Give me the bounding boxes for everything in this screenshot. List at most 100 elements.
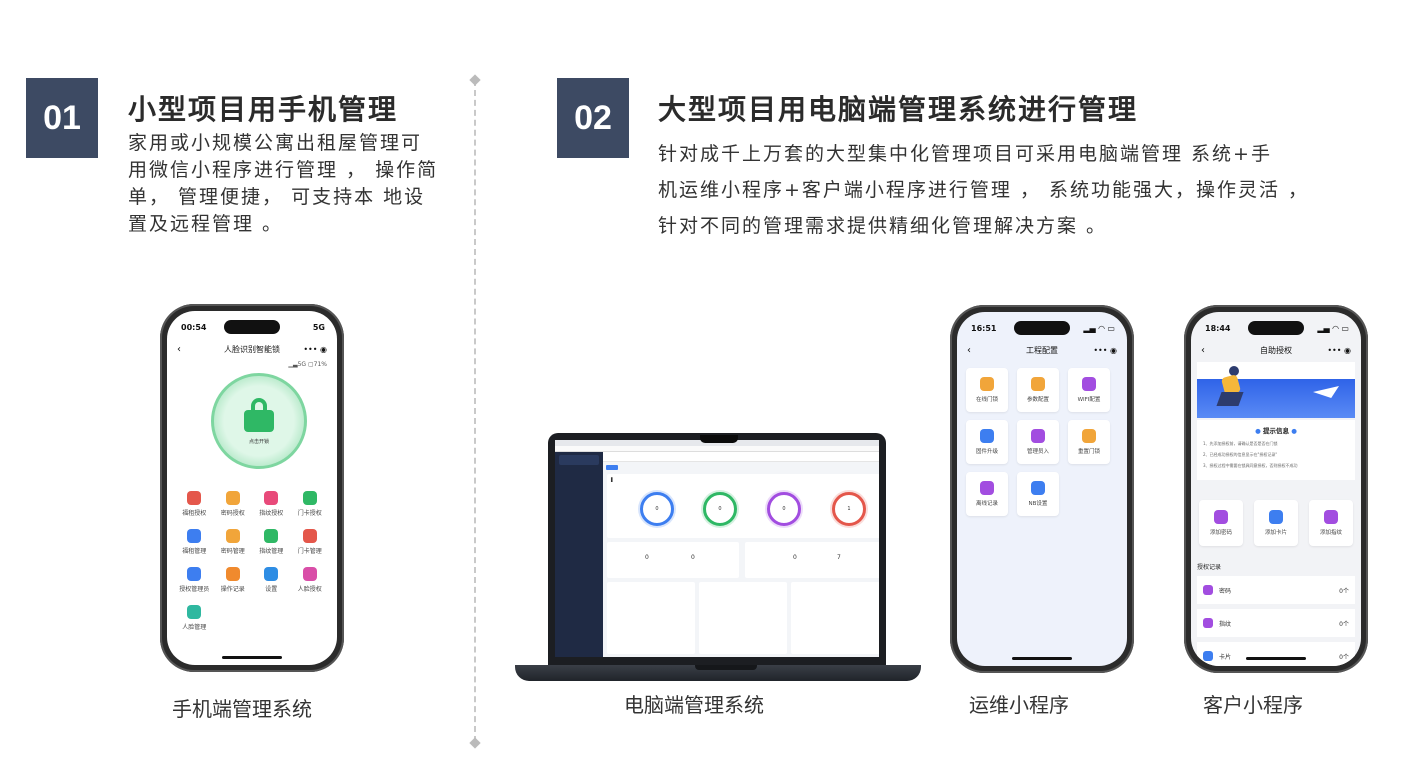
sidebar-item[interactable]: [559, 494, 599, 504]
tile-icon: [980, 429, 994, 443]
function-label: 指纹授权: [259, 510, 284, 517]
more-icon[interactable]: ••• ◉: [1093, 345, 1117, 355]
sidebar-item[interactable]: [559, 507, 599, 517]
status-bar: 16:51 ▂▄ ◠ ▭: [971, 321, 1115, 335]
function-grid-item[interactable]: 密码管理: [214, 529, 253, 555]
signal-icon: ▁▃: [288, 361, 298, 368]
add-credential-button[interactable]: 添加卡片: [1254, 500, 1298, 546]
sidebar-item[interactable]: [559, 468, 599, 478]
function-grid-item[interactable]: 指纹授权: [252, 491, 291, 517]
section2-desc-line: 机运维小程序+客户端小程序进行管理 ， 系统功能强大，操作灵活 ，: [658, 179, 1310, 201]
caption-ops-app: 运维小程序: [969, 693, 1069, 717]
section2-title: 大型项目用电脑端管理系统进行管理: [658, 93, 1139, 126]
tile-icon: [1031, 481, 1045, 495]
stat-ring-value: 0: [655, 506, 659, 512]
function-label: 授权管理员: [179, 586, 210, 593]
admin-tab-chip[interactable]: [606, 465, 618, 470]
function-grid-item[interactable]: 人脸管理: [175, 605, 214, 631]
more-icon[interactable]: ••• ◉: [303, 344, 327, 354]
nav-bar: ‹ 自助授权 ••• ◉: [1191, 340, 1361, 360]
tile-label: 在线门锁: [975, 397, 998, 403]
panel-title-marker: ▌: [611, 477, 615, 482]
ops-tile[interactable]: 参数配置: [1017, 368, 1059, 412]
ops-tile[interactable]: WIFI配置: [1068, 368, 1110, 412]
function-grid-item[interactable]: 指纹管理: [252, 529, 291, 555]
sidebar-item[interactable]: [559, 455, 599, 465]
ops-tile[interactable]: 重置门锁: [1068, 420, 1110, 464]
add-credential-button[interactable]: 添加指纹: [1309, 500, 1353, 546]
sidebar-item[interactable]: [559, 585, 599, 595]
back-icon[interactable]: ‹: [967, 344, 971, 356]
ops-tile[interactable]: 固件升级: [966, 420, 1008, 464]
function-icon: [225, 567, 240, 581]
sidebar-item[interactable]: [559, 572, 599, 582]
sidebar-item[interactable]: [559, 637, 599, 647]
sidebar-item[interactable]: [559, 546, 599, 556]
button-label: 添加卡片: [1264, 530, 1287, 536]
back-icon[interactable]: ‹: [1201, 344, 1205, 356]
section2-desc-line: 针对成千上万套的大型集中化管理项目可采用电脑端管理 系统+手: [658, 143, 1272, 165]
ops-tile[interactable]: NB设置: [1017, 472, 1059, 516]
function-grid-item[interactable]: 门卡授权: [291, 491, 330, 517]
credential-icon: [1214, 510, 1228, 524]
dynamic-island: [1248, 321, 1304, 335]
function-grid-item[interactable]: 设置: [252, 567, 291, 593]
button-label: 添加指纹: [1319, 530, 1342, 536]
sidebar-item[interactable]: [559, 520, 599, 530]
ops-tile[interactable]: 在线门锁: [966, 368, 1008, 412]
add-credential-button[interactable]: 添加密码: [1199, 500, 1243, 546]
function-icon: [225, 491, 240, 505]
record-count: 0个: [1339, 653, 1349, 661]
function-grid-item[interactable]: 授权管理员: [175, 567, 214, 593]
section1-desc-line: 置及远程管理 。: [128, 213, 284, 235]
sidebar-item[interactable]: [559, 533, 599, 543]
sidebar-item[interactable]: [559, 481, 599, 491]
function-grid-item[interactable]: 密码授权: [214, 491, 253, 517]
runner-illustration: [1216, 366, 1247, 412]
nav-title: 自助授权: [1260, 345, 1292, 355]
function-grid-item[interactable]: 福租授权: [175, 491, 214, 517]
record-icon: [1203, 585, 1213, 595]
function-grid-item[interactable]: 操作记录: [214, 567, 253, 593]
function-grid-item[interactable]: 人脸授权: [291, 567, 330, 593]
sidebar-item[interactable]: [559, 611, 599, 621]
nav-bar: ‹ 工程配置 ••• ◉: [957, 340, 1127, 360]
function-icon: [302, 529, 317, 543]
more-icon[interactable]: ••• ◉: [1327, 345, 1351, 355]
summary-value: 7: [837, 554, 841, 561]
sidebar-item[interactable]: [559, 624, 599, 634]
sidebar-item[interactable]: [559, 650, 599, 657]
function-grid-item[interactable]: 福租管理: [175, 529, 214, 555]
function-grid-item[interactable]: 门卡管理: [291, 529, 330, 555]
tile-label: 管理员入: [1026, 449, 1049, 455]
stat-ring: 0: [767, 492, 801, 526]
tile-icon: [1082, 429, 1096, 443]
ops-tile[interactable]: 管理员入: [1017, 420, 1059, 464]
record-count: 0个: [1339, 587, 1349, 595]
section1-description: 家用或小规模公寓出租屋管理可 用微信小程序进行管理 ， 操作简 单， 管理便捷，…: [128, 130, 458, 238]
tile-icon: [980, 481, 994, 495]
ops-tile[interactable]: 离线记录: [966, 472, 1008, 516]
function-icon: [264, 567, 279, 581]
phone-mgmt-screen: 00:54 5G ‹ 人脸识别智能锁 ••• ◉ ▁▃5G ▢71% 点击开锁 …: [167, 311, 337, 665]
function-label: 福租管理: [182, 548, 207, 555]
unlock-button[interactable]: 点击开锁: [211, 373, 307, 469]
sidebar-item[interactable]: [559, 559, 599, 569]
add-buttons-row: 添加密码添加卡片 添加指纹: [1199, 500, 1353, 546]
client-app-device: 18:44 ▂▄ ◠ ▭ ‹ 自助授权 ••• ◉ ● 提示信息 ●: [1184, 305, 1368, 673]
divider-top-dot: [469, 74, 481, 86]
sidebar-item[interactable]: [559, 598, 599, 608]
function-icon: [264, 491, 279, 505]
tile-label: 重置门锁: [1077, 449, 1100, 455]
stat-ring: 1: [832, 492, 866, 526]
caption-phone-mgmt: 手机端管理系统: [172, 697, 312, 721]
lock-open-icon: [244, 397, 274, 432]
tile-icon: [1082, 377, 1096, 391]
back-icon[interactable]: ‹: [177, 343, 181, 355]
function-grid: 福租授权密码授权指纹授权门卡授权福租管理密码管理指纹管理门卡管理授权管理员操作记…: [175, 491, 329, 631]
